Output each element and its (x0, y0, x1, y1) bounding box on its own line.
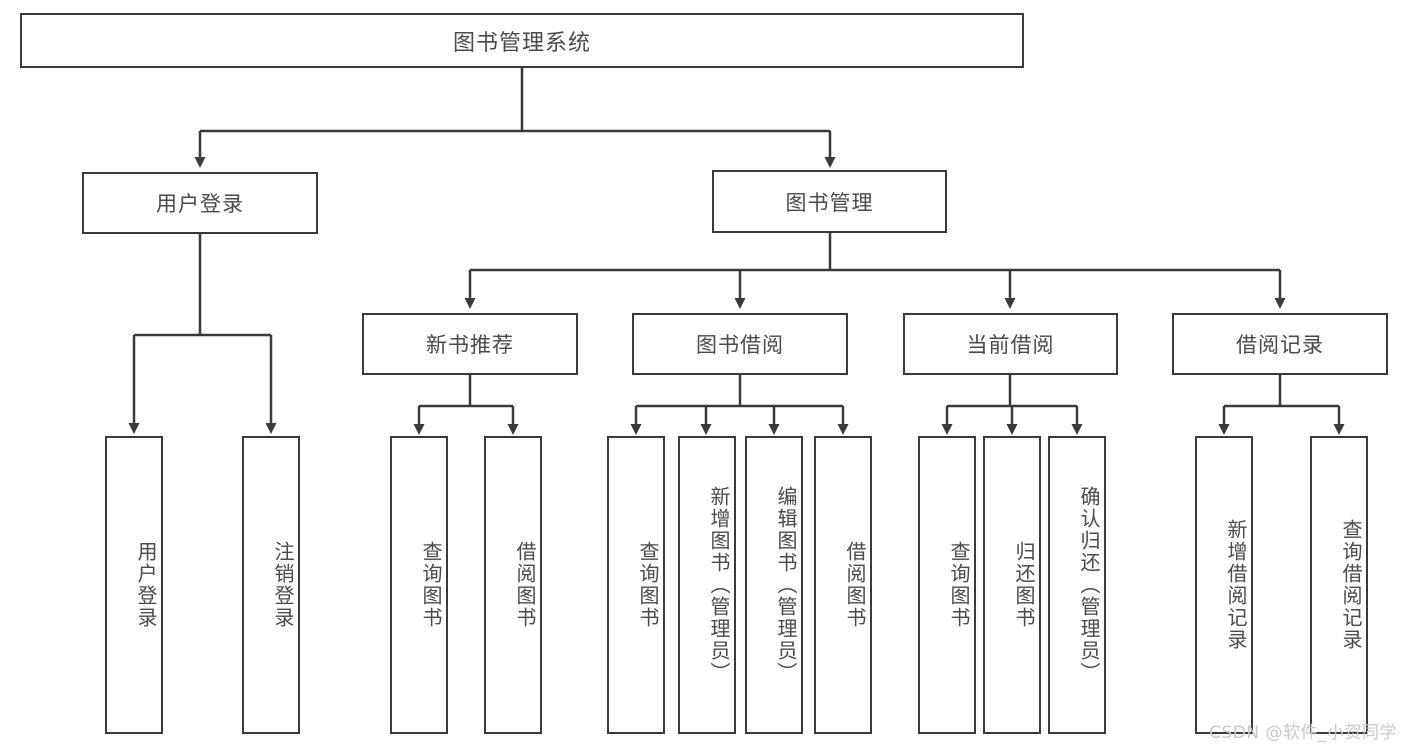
node-root-system[interactable]: 图书管理系统 (20, 13, 1024, 68)
leaf-user-login[interactable]: 用户登录 (105, 436, 163, 734)
node-book-borrow[interactable]: 图书借阅 (632, 313, 848, 375)
leaf-add-borrow-record[interactable]: 新增借阅记录 (1195, 436, 1253, 734)
leaf-confirm-return-admin[interactable]: 确认归还（管理员） (1048, 436, 1106, 734)
node-book-management[interactable]: 图书管理 (712, 170, 947, 233)
node-user-login[interactable]: 用户登录 (82, 172, 318, 234)
leaf-borrow-book-recommend[interactable]: 借阅图书 (484, 436, 542, 734)
node-borrow-record[interactable]: 借阅记录 (1172, 313, 1388, 375)
leaf-add-book-admin[interactable]: 新增图书（管理员） (678, 436, 736, 734)
leaf-query-book-recommend[interactable]: 查询图书 (390, 436, 448, 734)
leaf-query-book-current[interactable]: 查询图书 (918, 436, 976, 734)
leaf-query-book[interactable]: 查询图书 (607, 436, 665, 734)
leaf-query-borrow-record[interactable]: 查询借阅记录 (1310, 436, 1368, 734)
leaf-edit-book-admin[interactable]: 编辑图书（管理员） (745, 436, 803, 734)
leaf-return-book[interactable]: 归还图书 (983, 436, 1041, 734)
leaf-logout[interactable]: 注销登录 (242, 436, 300, 734)
watermark: CSDN @软件_小贺同学 (1209, 723, 1397, 743)
leaf-borrow-book[interactable]: 借阅图书 (814, 436, 872, 734)
node-current-borrow[interactable]: 当前借阅 (903, 313, 1118, 375)
node-new-book-recommend[interactable]: 新书推荐 (362, 313, 578, 375)
